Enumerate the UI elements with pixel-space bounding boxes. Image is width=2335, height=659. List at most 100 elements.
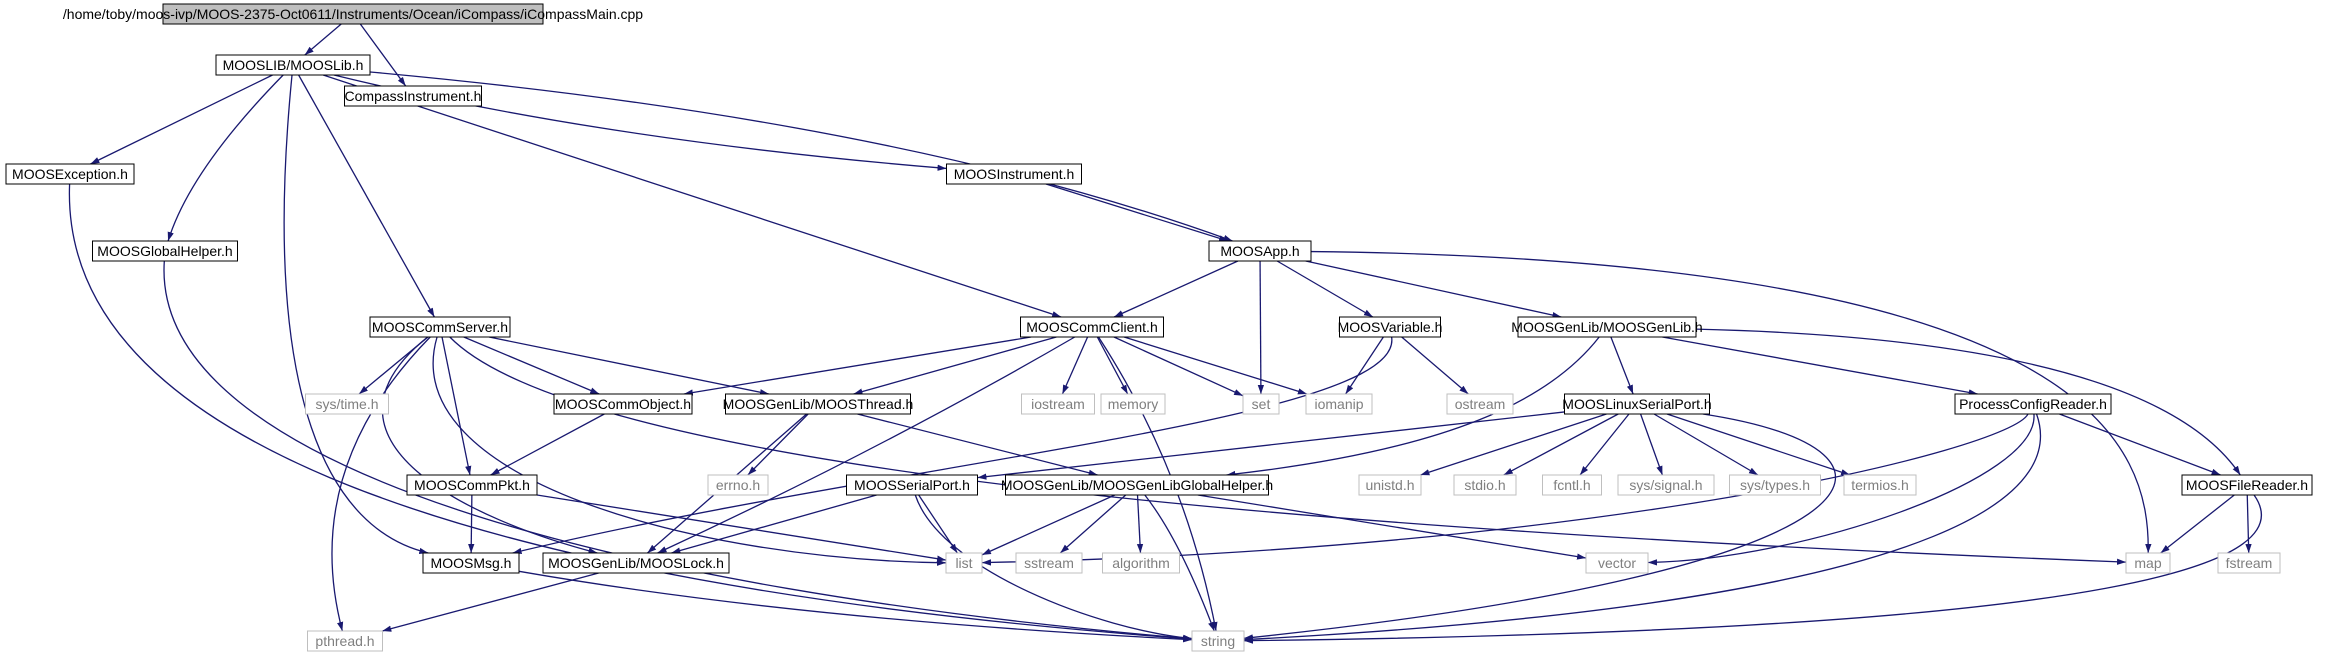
node-label-iostream: iostream [1031, 396, 1085, 412]
node-systypes: sys/types.h [1729, 474, 1821, 496]
node-label-set: set [1252, 396, 1271, 412]
node-algorithm: algorithm [1102, 552, 1180, 574]
node-mooslib[interactable]: MOOSLIB/MOOSLib.h [215, 54, 371, 76]
edge-mooscommserver-to-mooslock [382, 336, 598, 554]
node-label-map: map [2134, 555, 2161, 571]
node-mooscommclient[interactable]: MOOSCommClient.h [1020, 316, 1164, 338]
node-box-mooslib [215, 54, 371, 76]
node-label-syssignal: sys/signal.h [1629, 477, 1702, 493]
node-fstream: fstream [2217, 552, 2281, 574]
node-box-iomanip [1305, 393, 1373, 415]
edge-moosmsg-to-string [518, 570, 1193, 643]
node-box-systypes [1729, 474, 1821, 496]
node-box-stdio [1453, 474, 1517, 496]
node-label-moosvariable: MOOSVariable.h [1338, 319, 1443, 335]
node-string: string [1191, 630, 1245, 652]
node-moosvariable[interactable]: MOOSVariable.h [1338, 316, 1443, 338]
node-memory: memory [1100, 393, 1166, 415]
node-moosmsg[interactable]: MOOSMsg.h [422, 552, 520, 574]
node-icompassmain[interactable]: /home/toby/moos-ivp/MOOS-2375-Oct0611/In… [63, 3, 643, 25]
node-box-fstream [2217, 552, 2281, 574]
node-mooscommobject[interactable]: MOOSCommObject.h [553, 393, 693, 415]
edge-moosgenlibglobalhelper-to-list [981, 494, 1116, 556]
node-box-mooscommpkt [406, 474, 538, 496]
node-label-fcntl: fcntl.h [1553, 477, 1590, 493]
node-mooslinuxserialport[interactable]: MOOSLinuxSerialPort.h [1562, 393, 1712, 415]
edge-moosapp-to-map [1310, 250, 2152, 554]
file-nodes: /home/toby/moos-ivp/MOOS-2375-Oct0611/In… [5, 3, 2313, 652]
node-ostream: ostream [1446, 393, 1514, 415]
node-label-pthread: pthread.h [315, 633, 374, 649]
node-syssignal: sys/signal.h [1617, 474, 1715, 496]
edge-mooslib-to-moosmsg [283, 74, 429, 555]
node-label-moosglobalhelper: MOOSGlobalHelper.h [97, 243, 232, 259]
node-box-sstream [1015, 552, 1083, 574]
node-mooscommpkt[interactable]: MOOSCommPkt.h [406, 474, 538, 496]
edge-moosfilereader-to-string [1243, 494, 2262, 644]
node-iostream: iostream [1021, 393, 1095, 415]
edge-mooscommserver-to-mooscommpkt [441, 336, 472, 476]
edge-moosvariable-to-ostream [1401, 336, 1469, 395]
node-label-mooslinuxserialport: MOOSLinuxSerialPort.h [1562, 396, 1711, 412]
node-label-moosapp: MOOSApp.h [1220, 243, 1299, 259]
node-moosserialport[interactable]: MOOSSerialPort.h [846, 474, 978, 496]
node-mooslock[interactable]: MOOSGenLib/MOOSLock.h [542, 552, 730, 574]
node-label-moosmsg: MOOSMsg.h [431, 555, 512, 571]
edge-moosapp-to-mooscommclient [1113, 260, 1239, 318]
node-mooscommserver[interactable]: MOOSCommServer.h [369, 316, 511, 338]
node-label-compassinstrument: CompassInstrument.h [345, 88, 482, 104]
node-label-systime: sys/time.h [315, 396, 378, 412]
edge-mooscommserver-to-moosthread [488, 336, 770, 396]
edge-moosthread-to-errno [747, 413, 809, 476]
edge-moosinstrument-to-moosapp [1045, 183, 1229, 242]
edge-moosglobalhelper-to-string [163, 260, 1193, 642]
node-box-moosgenlibglobalhelper [1005, 474, 1269, 496]
node-box-moosmsg [422, 552, 520, 574]
node-box-list [945, 552, 983, 574]
node-moosfilereader[interactable]: MOOSFileReader.h [2181, 474, 2313, 496]
node-map: map [2125, 552, 2171, 574]
node-box-vector [1585, 552, 1649, 574]
node-label-algorithm: algorithm [1112, 555, 1170, 571]
edge-moosgenlib-to-processconfigreader [1662, 336, 1978, 396]
node-moosgenlibglobalhelper[interactable]: MOOSGenLib/MOOSGenLibGlobalHelper.h [1001, 474, 1273, 496]
edge-mooslib-to-moosexception [90, 74, 273, 165]
edge-mooscommserver-to-pthread [331, 336, 431, 632]
edge-mooscommclient-to-memory [1096, 336, 1129, 395]
node-moosapp[interactable]: MOOSApp.h [1208, 240, 1312, 262]
node-moosglobalhelper[interactable]: MOOSGlobalHelper.h [92, 240, 238, 262]
node-fcntl: fcntl.h [1542, 474, 1602, 496]
node-box-mooslock [542, 552, 730, 574]
edge-moosapp-to-moosvariable [1276, 260, 1374, 318]
node-moosinstrument[interactable]: MOOSInstrument.h [946, 163, 1082, 185]
node-moosgenlib[interactable]: MOOSGenLib/MOOSGenLib.h [1511, 316, 1703, 338]
edge-mooscommclient-to-moosthread [853, 336, 1057, 395]
node-label-moosexception: MOOSException.h [12, 166, 128, 182]
node-processconfigreader[interactable]: ProcessConfigReader.h [1954, 393, 2112, 415]
node-label-mooslib: MOOSLIB/MOOSLib.h [223, 57, 364, 73]
edge-moosserialport-to-mooslock [671, 494, 877, 554]
node-box-icompassmain [162, 3, 544, 25]
node-box-pthread [307, 630, 383, 652]
edge-processconfigreader-to-moosfilereader [2059, 413, 2221, 476]
node-box-moosexception [5, 163, 135, 185]
edge-mooscommpkt-to-list [536, 494, 947, 562]
node-moosexception[interactable]: MOOSException.h [5, 163, 135, 185]
edge-mooscommclient-to-iostream [1061, 336, 1089, 395]
node-label-mooscommclient: MOOSCommClient.h [1026, 319, 1157, 335]
edge-mooslinuxserialport-to-syssignal [1639, 413, 1664, 476]
edge-moosvariable-to-iomanip [1345, 336, 1384, 395]
node-compassinstrument[interactable]: CompassInstrument.h [344, 85, 482, 107]
edge-moosgenlibglobalhelper-to-string [1144, 494, 1215, 632]
node-box-unistd [1358, 474, 1422, 496]
edge-mooscommclient-to-mooslock [657, 336, 1076, 554]
node-box-memory [1100, 393, 1166, 415]
node-label-moosserialport: MOOSSerialPort.h [854, 477, 970, 493]
node-label-icompassmain: /home/toby/moos-ivp/MOOS-2375-Oct0611/In… [63, 6, 643, 22]
node-box-termios [1843, 474, 1917, 496]
edge-moosgenlib-to-mooslinuxserialport [1610, 336, 1634, 395]
node-label-ostream: ostream [1455, 396, 1506, 412]
node-moosthread[interactable]: MOOSGenLib/MOOSThread.h [723, 393, 914, 415]
node-list: list [945, 552, 983, 574]
edge-mooslinuxserialport-to-moosserialport [977, 411, 1565, 480]
